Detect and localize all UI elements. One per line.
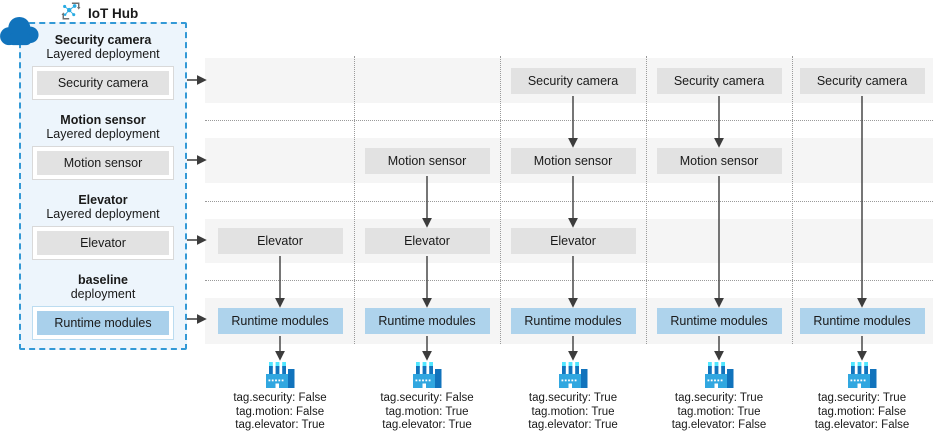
row-separator	[205, 120, 933, 121]
device-tag: tag.elevator: False	[671, 419, 767, 431]
deployment-title: Motion sensor	[60, 113, 146, 127]
device-tag: tag.security: True	[674, 392, 764, 404]
device-tag: tag.motion: True	[385, 405, 469, 418]
deployment-box-label: Elevator	[37, 231, 169, 255]
row-separator	[205, 201, 933, 202]
device-tag: tag.elevator: True	[528, 419, 618, 431]
deployment-box-label: Motion sensor	[37, 151, 169, 175]
deployment-box-security-camera: Security camera	[32, 66, 174, 100]
iot-hub-header: IoT Hub	[60, 2, 138, 24]
column-separator	[646, 56, 647, 344]
deployment-title: Security camera	[54, 33, 152, 47]
band-security-row	[205, 58, 933, 103]
device-tag: tag.motion: True	[677, 405, 761, 418]
device-tag: tag.elevator: False	[814, 419, 910, 431]
device-tag: tag.motion: False	[817, 405, 907, 418]
deployment-subtitle: Layered deployment	[46, 127, 160, 141]
deployment-subtitle: Layered deployment	[46, 47, 160, 61]
device-tag: tag.elevator: True	[382, 419, 472, 431]
factory-icon	[556, 362, 590, 390]
deployment-box-label: Runtime modules	[37, 311, 169, 335]
cloud-icon	[0, 10, 42, 55]
deployment-box-runtime-modules: Runtime modules	[32, 306, 174, 340]
device-tag: tag.security: False	[380, 392, 474, 404]
deployment-box-label: Security camera	[37, 71, 169, 95]
deployment-group-security-camera: Security camera Layered deployment Secur…	[21, 33, 185, 100]
device-tag: tag.security: False	[233, 392, 327, 404]
deployment-title: Elevator	[78, 193, 128, 207]
deployment-box-motion-sensor: Motion sensor	[32, 146, 174, 180]
deployment-subtitle: Layered deployment	[46, 207, 160, 221]
band-runtime-row	[205, 298, 933, 344]
deployment-subtitle: deployment	[70, 287, 136, 301]
deployment-group-motion-sensor: Motion sensor Layered deployment Motion …	[21, 113, 185, 180]
deployment-group-baseline: baseline deployment Runtime modules	[21, 273, 185, 340]
device-tag: tag.security: True	[817, 392, 907, 404]
iot-hub-icon	[60, 1, 82, 26]
deployment-group-elevator: Elevator Layered deployment Elevator	[21, 193, 185, 260]
band-elevator-row	[205, 219, 933, 263]
device-tag: tag.motion: True	[531, 405, 615, 418]
device-tag: tag.motion: False	[235, 405, 325, 418]
device-tag: tag.elevator: True	[235, 419, 325, 431]
row-separator	[205, 280, 933, 281]
factory-icon	[263, 362, 297, 390]
diagram-title: IoT Hub	[88, 5, 139, 21]
factory-icon	[845, 362, 879, 390]
deployment-title: baseline	[77, 273, 129, 287]
iot-hub-panel: Security camera Layered deployment Secur…	[19, 22, 187, 350]
column-separator	[354, 56, 355, 344]
deployment-box-elevator: Elevator	[32, 226, 174, 260]
factory-icon	[410, 362, 444, 390]
device-tag: tag.security: True	[528, 392, 618, 404]
factory-icon	[702, 362, 736, 390]
band-motion-row	[205, 138, 933, 183]
column-separator	[792, 56, 793, 344]
column-separator	[500, 56, 501, 344]
